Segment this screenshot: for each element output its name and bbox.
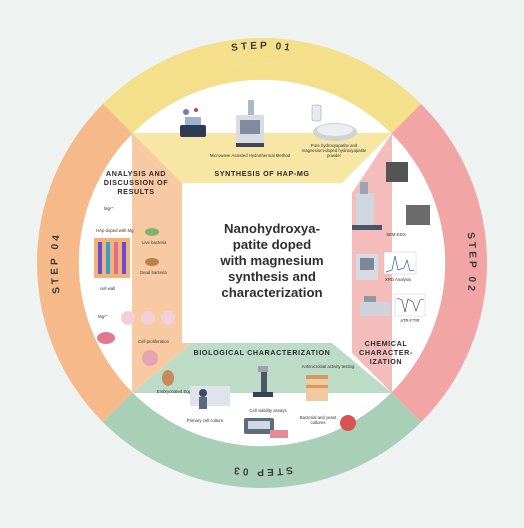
center-title: Nanohydroxya- patite doped with magnesiu…	[219, 221, 323, 300]
step2-label: STEP 02	[465, 232, 478, 295]
center-box	[192, 193, 352, 343]
biological-section: BIOLOGICAL CHARACTERIZATION Embryonated …	[157, 348, 356, 438]
synthesis-title: SYNTHESIS OF HAP-MG	[214, 169, 309, 178]
analysis-title-line-2: DISCUSSION OF	[104, 178, 169, 187]
synthesis-label-powder-1: Pure hydroxyapatite and	[311, 143, 358, 148]
chemical-label-xrd: XRD Analysis	[385, 277, 411, 282]
step3-ring-segment	[102, 392, 422, 489]
analysis-label-dead: Dead bacteria	[140, 270, 167, 275]
synthesis-label-powder-3: powder	[327, 153, 342, 158]
analysis-section: ANALYSIS AND DISCUSSION OF RESULTS Mg²⁺ …	[94, 169, 175, 366]
step4-ring-segment	[36, 103, 133, 423]
cell-proliferation-diagram	[97, 311, 175, 366]
center-title-line-5: characterization	[221, 285, 322, 300]
analysis-title-line-1: ANALYSIS AND	[106, 169, 166, 178]
bio-label-viability: Cell viability assays	[249, 408, 286, 413]
step-ring	[36, 37, 488, 489]
sem-image-2	[406, 205, 430, 225]
synthesis-section: Microwave Assisted Hydrothermal Method P…	[180, 100, 367, 178]
chemical-label-sem: SEM-EDS	[386, 232, 406, 237]
chemical-section: SEM-EDS XRD Analysis ATR-FTIR CHEMICAL C…	[352, 162, 430, 366]
cell-wall-illustration	[94, 238, 130, 278]
bio-label-antimicrobial: Antimicrobial activity testing	[302, 364, 355, 369]
bacteria-culture-icon	[306, 375, 328, 401]
step4-band	[132, 133, 192, 393]
analysis-label-cellwall: cell wall	[100, 286, 115, 291]
step4-label: STEP 04	[49, 232, 62, 295]
culture-plate-icon	[270, 430, 288, 438]
bio-label-cultures-2: cultures	[310, 420, 325, 425]
xrd-instrument-icon	[356, 254, 378, 280]
step3-label: STEP 03	[231, 464, 294, 477]
analysis-title-line-3: RESULTS	[117, 187, 154, 196]
chemical-title-line-3: IZATION	[370, 357, 402, 366]
egg-icon	[162, 370, 174, 386]
analysis-label-hap: HAp doped with Mg	[96, 228, 134, 233]
ftir-instrument-icon	[360, 296, 390, 316]
well-plate-icon	[244, 418, 274, 434]
center-title-line-1: Nanohydroxya-	[224, 221, 320, 236]
chemical-label-ftir: ATR-FTIR	[400, 318, 419, 323]
powder-dish-icon	[311, 104, 357, 141]
step1-ring-segment	[120, 63, 404, 134]
live-bacteria-icon	[145, 228, 159, 236]
lab-worker-icon	[190, 386, 230, 409]
sem-microscope-icon	[352, 182, 382, 230]
chemical-title-line-1: CHEMICAL	[365, 339, 408, 348]
center-title-line-2: patite doped	[233, 237, 311, 252]
center-title-line-3: with magnesium	[219, 253, 323, 268]
microscope-icon	[253, 366, 273, 397]
hotplate-icon	[180, 108, 206, 137]
bio-label-eggs: Embryonated Eggs	[157, 389, 194, 394]
bio-label-cultures-1: Bacterial and yeast	[300, 415, 337, 420]
ftir-chart	[394, 293, 426, 317]
petri-dish-icon	[340, 415, 356, 431]
analysis-label-live: Live bacteria	[142, 240, 167, 245]
dead-bacteria-icon	[145, 258, 159, 266]
step2-ring-segment	[391, 103, 488, 423]
step1-ring-outer	[102, 37, 422, 122]
step1-label: STEP 01	[231, 41, 294, 54]
analysis-label-mg-2: Mg²⁺	[98, 314, 108, 319]
center-title-line-4: synthesis and	[228, 269, 316, 284]
analysis-label-mg-1: Mg²⁺	[104, 206, 114, 211]
microwave-reactor-icon	[236, 100, 264, 147]
biological-title: BIOLOGICAL CHARACTERIZATION	[194, 348, 331, 357]
sem-image-1	[386, 162, 408, 182]
synthesis-label-method: Microwave Assisted Hydrothermal Method	[210, 153, 291, 158]
xrd-chart	[383, 251, 417, 275]
analysis-label-proliferation: Cell proliferation	[138, 339, 170, 344]
step1-band	[132, 133, 392, 193]
synthesis-label-powder-2: magnesium-doped hydroxyapatite	[302, 148, 367, 153]
bio-label-primary: Primary cell culture	[187, 418, 224, 423]
chemical-title-line-2: CHARACTER-	[359, 348, 413, 357]
